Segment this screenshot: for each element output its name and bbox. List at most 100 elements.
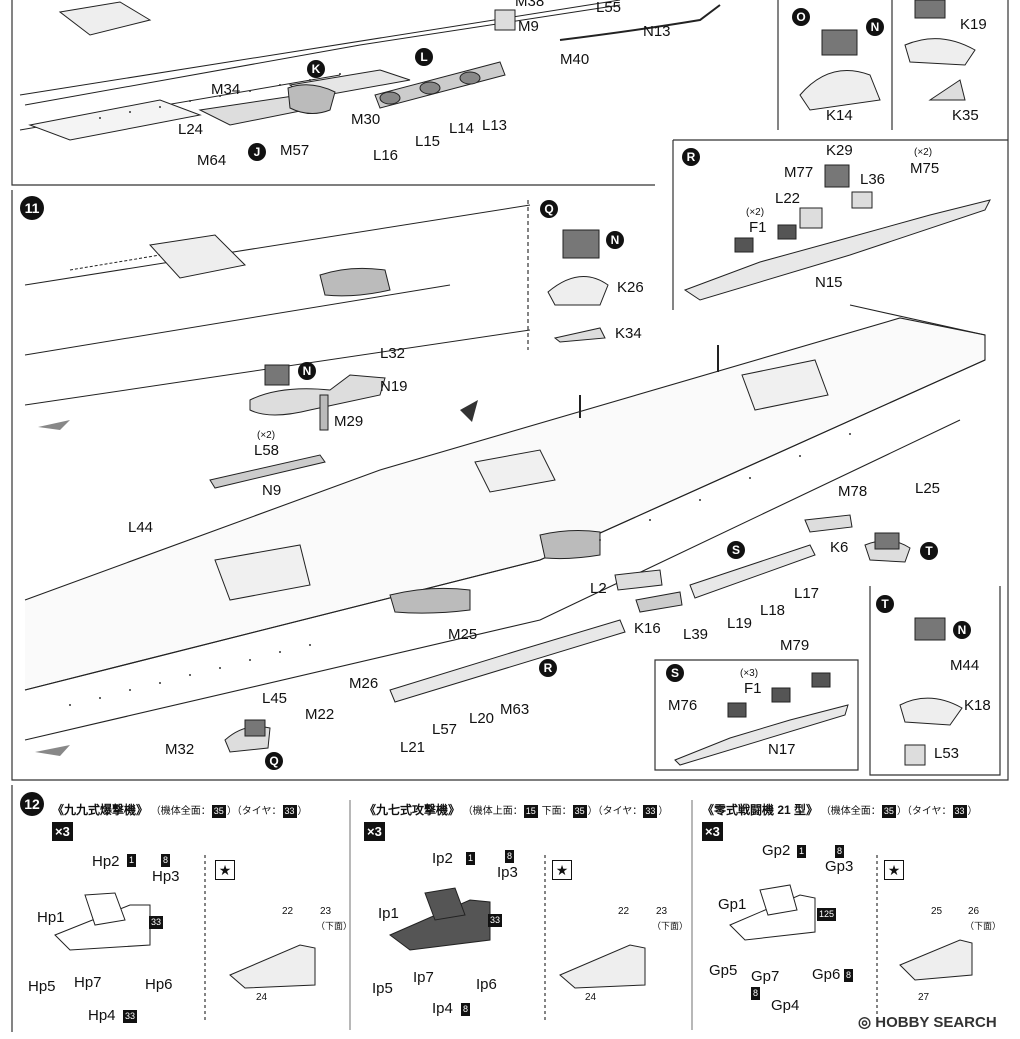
star-marking-icon: ★ (215, 860, 235, 880)
part-label-gp6: Gp6 (812, 966, 841, 983)
aircraft-3-code-2: 8 (834, 845, 845, 858)
part-label-n15: N15 (815, 274, 843, 291)
aircraft-3-paint-note-c: ） (967, 806, 978, 817)
code-4-value: 8 (461, 1003, 471, 1016)
part-label-k6: K6 (830, 539, 849, 556)
aircraft-3-paint-note-b: ）（タイヤ： (896, 806, 952, 817)
aircraft-2-qty: ×3 (364, 822, 385, 841)
qty-m75: (×2) (914, 147, 933, 158)
code-1-value: 1 (127, 854, 137, 867)
aircraft-3-underside: （下面） (965, 921, 1002, 931)
code-3-value: 125 (817, 908, 837, 921)
marker-q-box: Q (540, 200, 558, 218)
watermark: ◎ HOBBY SEARCH (858, 1013, 997, 1031)
aircraft-1-header: 《九九式爆撃機》 （機体全面：35）（タイヤ：33） (52, 804, 308, 818)
part-label-l18: L18 (760, 602, 786, 619)
part-label-m22: M22 (305, 706, 335, 723)
aircraft-3-code-1: 1 (796, 845, 807, 858)
aircraft-3-decal-c: 27 (918, 992, 930, 1003)
aircraft-2-paint-note-a: （機体上面： (462, 806, 523, 817)
marker-s-lower: S (727, 541, 745, 559)
marker-t-lower: T (920, 542, 938, 560)
part-label-k34: K34 (615, 325, 642, 342)
part-label-ip6: Ip6 (476, 976, 497, 993)
aircraft-1-code-1: 1 (126, 854, 137, 867)
part-label-l17: L17 (794, 585, 820, 602)
marker-q-lower: Q (265, 752, 283, 770)
part-label-ip2: Ip2 (432, 850, 453, 867)
aircraft-2-decal-c: 24 (585, 992, 597, 1003)
marker-k: K (307, 60, 325, 78)
part-label-m64: M64 (197, 152, 227, 169)
part-label-gp2: Gp2 (762, 842, 791, 859)
part-label-m40: M40 (560, 51, 590, 68)
part-label-gp3: Gp3 (825, 858, 854, 875)
aircraft-2-paint-mid: 35 (572, 805, 587, 818)
aircraft-1-code-3: 33 (148, 916, 164, 929)
part-label-m78: M78 (838, 483, 868, 500)
part-label-m29: M29 (334, 413, 364, 430)
part-label-gp5: Gp5 (709, 962, 738, 979)
part-label-hp3: Hp3 (152, 868, 180, 885)
part-label-m30: M30 (351, 111, 381, 128)
part-label-m25: M25 (448, 626, 478, 643)
part-label-l39: L39 (683, 626, 709, 643)
code-3-value: 33 (149, 916, 164, 929)
part-label-hp1: Hp1 (37, 909, 65, 926)
part-label-n13: N13 (643, 23, 671, 40)
aircraft-1-title: 《九九式爆撃機》 (52, 803, 149, 817)
code-2-value: 8 (835, 845, 845, 858)
part-label-gp4: Gp4 (771, 997, 800, 1014)
aircraft-1-underside: （下面） (316, 921, 353, 931)
marker-n-upper: N (298, 362, 316, 380)
aircraft-2-code-1: 1 (465, 852, 476, 865)
part-label-l21: L21 (400, 739, 426, 756)
marker-t-box: T (876, 595, 894, 613)
aircraft-1-decal-a: 22 (282, 906, 294, 917)
part-label-m26: M26 (349, 675, 379, 692)
aircraft-1-paint-b: 33 (282, 805, 297, 818)
part-label-ip1: Ip1 (378, 905, 399, 922)
star-marking-icon: ★ (884, 860, 904, 880)
aircraft-3-title: 《零式戦闘機 21 型》 (702, 803, 819, 817)
aircraft-3-code-5: 8 (750, 987, 761, 1000)
aircraft-1-code-2: 8 (160, 854, 171, 867)
part-label-f1-s: F1 (744, 680, 762, 697)
aircraft-1-paint-note-a: （機体全面： (150, 806, 211, 817)
part-label-k35: K35 (952, 107, 979, 124)
aircraft-3-code-3: 125 (816, 908, 837, 921)
marker-j: J (248, 143, 266, 161)
aircraft-3-paint-a: 35 (881, 805, 896, 818)
part-label-l44: L44 (128, 519, 154, 536)
part-label-ip3: Ip3 (497, 864, 518, 881)
part-label-l53: L53 (934, 745, 960, 762)
aircraft-2-decal-b: 23 (656, 906, 668, 917)
part-label-k14: K14 (826, 107, 853, 124)
part-label-l24: L24 (178, 121, 204, 138)
aircraft-2-underside: （下面） (652, 921, 689, 931)
part-label-l57: L57 (432, 721, 458, 738)
part-label-m79: M79 (780, 637, 810, 654)
aircraft-1-qty: ×3 (52, 822, 73, 841)
marker-r-box: R (682, 148, 700, 166)
part-label-hp5: Hp5 (28, 978, 56, 995)
part-label-ip4: Ip4 (432, 1000, 453, 1017)
watermark-logo-icon: ◎ (858, 1014, 876, 1031)
part-label-k18: K18 (964, 697, 991, 714)
aircraft-1-paint-a: 35 (211, 805, 226, 818)
qty-f1-s: (×3) (740, 668, 759, 679)
part-label-ip7: Ip7 (413, 969, 434, 986)
star-marking-icon: ★ (552, 860, 572, 880)
part-label-m32: M32 (165, 741, 195, 758)
part-label-f1-r: F1 (749, 219, 767, 236)
part-label-gp7: Gp7 (751, 968, 780, 985)
part-label-ip5: Ip5 (372, 980, 393, 997)
qty-f1-r: (×2) (746, 207, 765, 218)
part-label-k16: K16 (634, 620, 661, 637)
part-label-m9: M9 (518, 18, 539, 35)
aircraft-2-paint-b: 33 (643, 805, 658, 818)
code-1-value: 1 (797, 845, 807, 858)
part-label-k19: K19 (960, 16, 987, 33)
part-label-l16: L16 (373, 147, 399, 164)
